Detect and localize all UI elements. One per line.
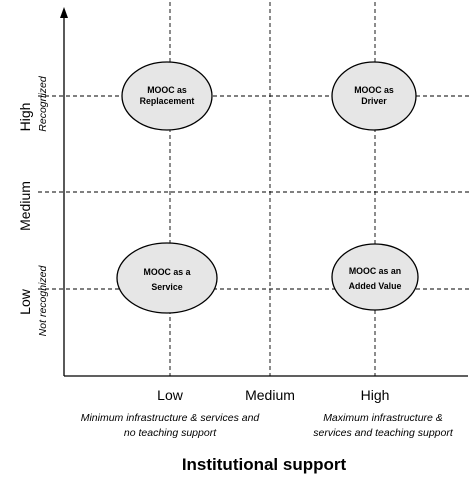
quadrant-ellipse <box>331 61 417 131</box>
x-level-low-note-line-1: Minimum infrastructure & services and <box>81 412 261 424</box>
quadrant-label-line-2: Replacement <box>140 96 195 106</box>
quadrant-service: MOOC as a Service <box>116 242 218 314</box>
quadrant-ellipse <box>116 242 218 314</box>
x-level-low-note-line-2: no teaching support <box>124 427 217 439</box>
x-level-low-label: Low <box>157 387 184 403</box>
quadrant-added-value: MOOC as an Added Value <box>331 243 419 311</box>
y-level-high-note: Recognized <box>37 75 49 132</box>
y-level-high-label: High <box>17 103 33 132</box>
x-level-high-note-line-2: services and teaching support <box>313 427 454 439</box>
quadrant-ellipse <box>121 61 213 131</box>
x-level-high-label: High <box>361 387 390 403</box>
x-level-medium-label: Medium <box>245 387 295 403</box>
quadrant-label-line-2: Driver <box>361 96 387 106</box>
quadrant-label-line-2: Added Value <box>349 281 402 291</box>
y-level-low-label: Low <box>17 288 33 315</box>
quadrant-replacement: MOOC as Replacement <box>121 61 213 131</box>
quadrant-label-line-1: MOOC as <box>354 85 394 95</box>
quadrant-label-line-1: MOOC as a <box>144 267 191 277</box>
quadrant-label-line-1: MOOC as an <box>349 266 401 276</box>
quadrant-driver: MOOC as Driver <box>331 61 417 131</box>
x-level-high-note-line-1: Maximum infrastructure & <box>323 412 443 424</box>
quadrant-label-line-2: Service <box>151 282 182 292</box>
quadrant-label-line-1: MOOC as <box>147 85 187 95</box>
quadrant-ellipse <box>331 243 419 311</box>
y-level-medium-label: Medium <box>17 181 33 231</box>
x-axis-title: Institutional support <box>182 455 347 474</box>
y-axis-arrowhead <box>60 7 68 18</box>
y-level-low-note: Not recognized <box>37 265 49 337</box>
